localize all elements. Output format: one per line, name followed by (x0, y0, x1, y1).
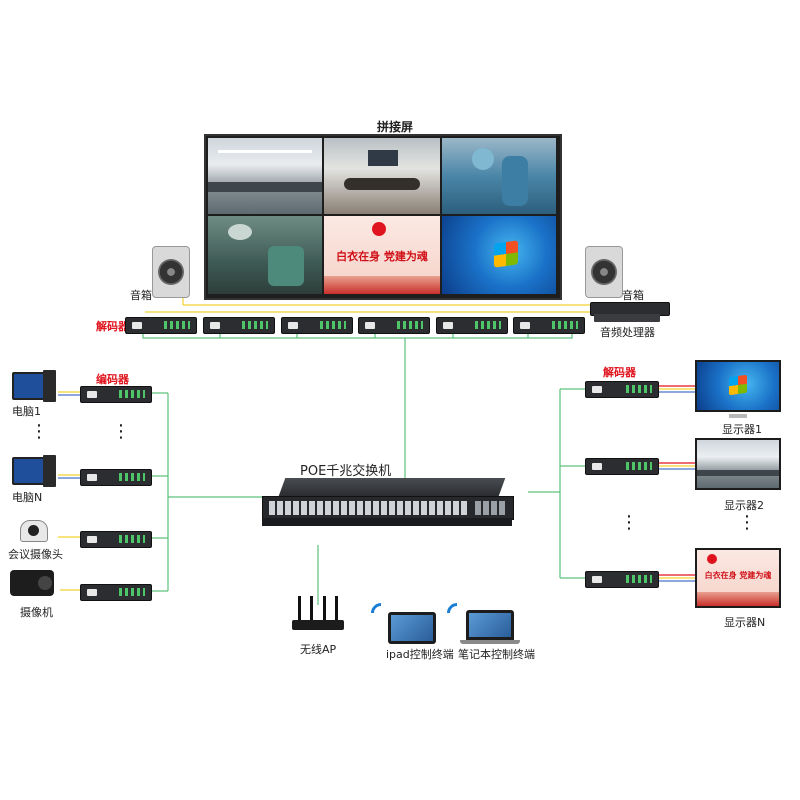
audio-processor-unit (594, 314, 660, 322)
display-label-n: 显示器N (724, 616, 766, 629)
encoder-camcorder (80, 584, 152, 601)
display-decoder-2 (585, 458, 659, 475)
pc-tower-icon (43, 370, 56, 402)
encoder-1 (80, 386, 152, 403)
video-camera-icon (10, 570, 54, 596)
laptop-base (460, 640, 520, 644)
wall-pane-banner: 白衣在身 党建为魂 (324, 216, 440, 294)
monitor-n: 白衣在身 党建为魂 (695, 548, 781, 608)
encoder-n (80, 469, 152, 486)
computer-icon (12, 372, 46, 400)
laptop-label: 笔记本控制终端 (458, 648, 535, 661)
ipad-icon (388, 612, 436, 644)
ap-label: 无线AP (300, 643, 337, 656)
wall-decoder-4 (358, 317, 430, 334)
display-label-2: 显示器2 (724, 499, 764, 512)
speaker-right-label: 音箱 (622, 289, 644, 302)
windows-logo-icon (494, 240, 518, 268)
wall-pane-windows (442, 216, 556, 294)
monitor-1 (695, 360, 781, 418)
wall-banner-text: 白衣在身 党建为魂 (336, 250, 428, 263)
display-ellipsis: ⋮ (738, 512, 756, 533)
source-label-camcorder: 摄像机 (20, 606, 53, 619)
pc-tower-icon (43, 455, 56, 487)
poe-switch (262, 478, 514, 536)
display-decoder-label: 解码器 (603, 366, 636, 379)
encoder-label: 编码器 (96, 373, 129, 386)
switch-label: POE千兆交换机 (300, 464, 392, 479)
wall-decoder-2 (203, 317, 275, 334)
computer-icon (12, 457, 46, 485)
audio-processor-label: 音频处理器 (600, 326, 655, 339)
encoder-camera (80, 531, 152, 548)
windows-logo-icon (729, 374, 747, 396)
source-ellipsis-left: ⋮ (30, 421, 48, 442)
speaker-right-icon (585, 246, 623, 298)
display-decoder-n (585, 571, 659, 588)
ipad-label: ipad控制终端 (386, 648, 454, 661)
source-label-conference-camera: 会议摄像头 (8, 548, 63, 561)
laptop-icon (466, 610, 514, 640)
display-decoder-1 (585, 381, 659, 398)
wall-decoder-1 (125, 317, 197, 334)
video-wall: 白衣在身 党建为魂 (204, 134, 562, 300)
wall-pane-operating-room (208, 216, 322, 294)
speaker-left-label: 音箱 (130, 289, 152, 302)
decoder-row-label: 解码器 (96, 320, 129, 333)
decoder-ellipsis-right: ⋮ (620, 512, 638, 533)
display-label-1: 显示器1 (722, 423, 762, 436)
conference-camera-icon (20, 520, 48, 542)
monitor-banner-text: 白衣在身 党建为魂 (704, 570, 772, 580)
wall-decoder-6 (513, 317, 585, 334)
source-label-pc1: 电脑1 (12, 405, 41, 418)
wall-decoder-3 (281, 317, 353, 334)
source-label-pcn: 电脑N (12, 491, 43, 504)
speaker-left-icon (152, 246, 190, 298)
wireless-ap-icon (290, 596, 346, 636)
wall-decoder-5 (436, 317, 508, 334)
monitor-2 (695, 438, 781, 490)
wall-pane-office (208, 138, 322, 214)
video-wall-title: 拼接屏 (377, 120, 414, 134)
wall-pane-surgery (442, 138, 556, 214)
encoder-ellipsis: ⋮ (112, 421, 130, 442)
wall-pane-meeting-room (324, 138, 440, 214)
